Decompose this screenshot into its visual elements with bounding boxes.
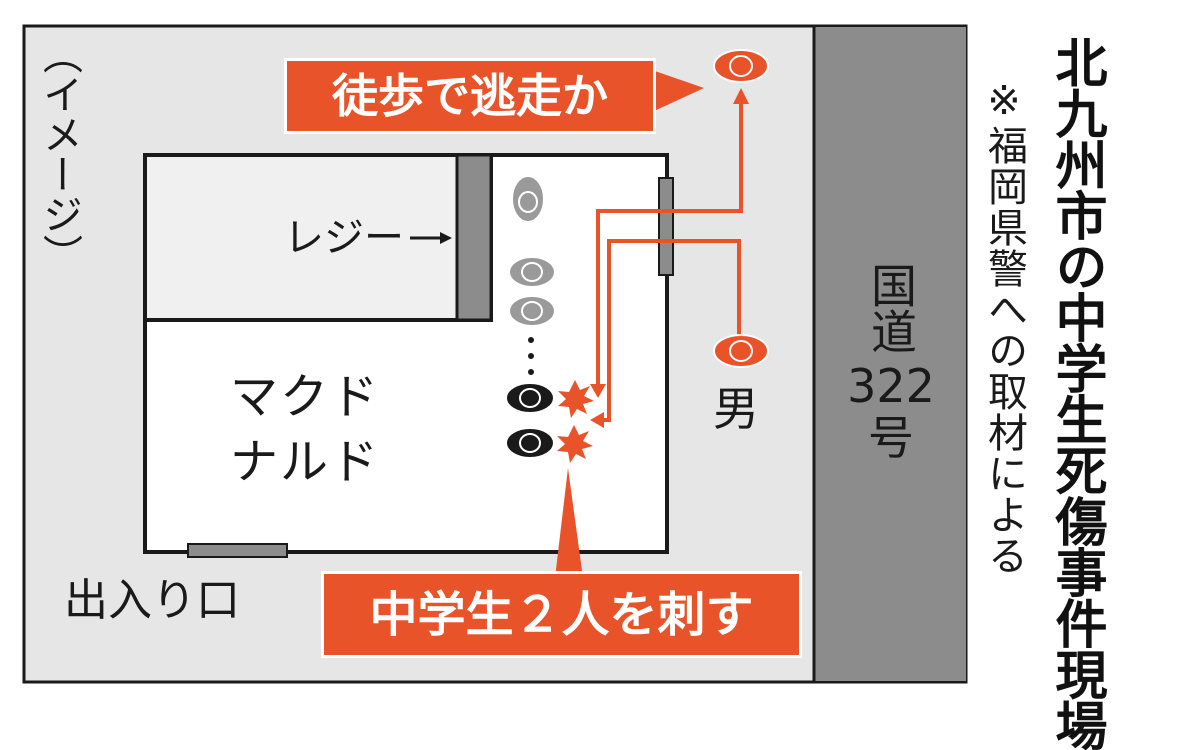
entrance-label: 出入り口 xyxy=(64,575,240,626)
entrance-door xyxy=(187,543,288,558)
callout-escape: 徒歩で逃走か xyxy=(284,58,656,134)
victims xyxy=(505,382,555,459)
waiting-customers xyxy=(508,175,556,327)
source-note: ※福岡県警への取材による xyxy=(981,78,1027,576)
map-drawing xyxy=(22,24,968,684)
callout-escape-pointer xyxy=(652,70,704,112)
store-name-line1: マクド xyxy=(230,369,381,425)
queue-dots xyxy=(528,337,534,375)
map-figure: （イメージ） レジー マクド ナルド 男 出入り口 徒歩で逃走か 中学生２人を刺… xyxy=(22,24,1106,750)
register-label: レジー xyxy=(284,215,404,261)
stab-burst-1 xyxy=(558,380,594,418)
suspect-path xyxy=(596,104,743,422)
road-area xyxy=(814,27,966,681)
suspect-figures xyxy=(713,49,769,368)
page-title: 北九州市の中学生死傷事件現場 xyxy=(1046,36,1106,750)
callout-stab-pointer xyxy=(555,468,583,578)
road-label-number: 322 xyxy=(847,359,935,413)
stab-burst-2 xyxy=(557,425,593,463)
path-arrowhead-left xyxy=(590,412,604,428)
register-counter xyxy=(455,153,493,322)
road-label: 国道 322 号 xyxy=(836,262,946,461)
store-name-line2: ナルド xyxy=(230,434,381,490)
register-arrowhead xyxy=(440,232,452,244)
image-note: （イメージ） xyxy=(36,34,82,274)
road-label-top: 国道 xyxy=(864,262,918,354)
side-door xyxy=(658,177,674,276)
path-arrowhead-stab xyxy=(590,384,606,398)
road-label-bottom: 号 xyxy=(868,411,914,465)
path-arrowhead-escape xyxy=(733,88,749,104)
suspect-label: 男 xyxy=(713,382,759,436)
callout-stab: 中学生２人を刺す xyxy=(321,571,802,658)
